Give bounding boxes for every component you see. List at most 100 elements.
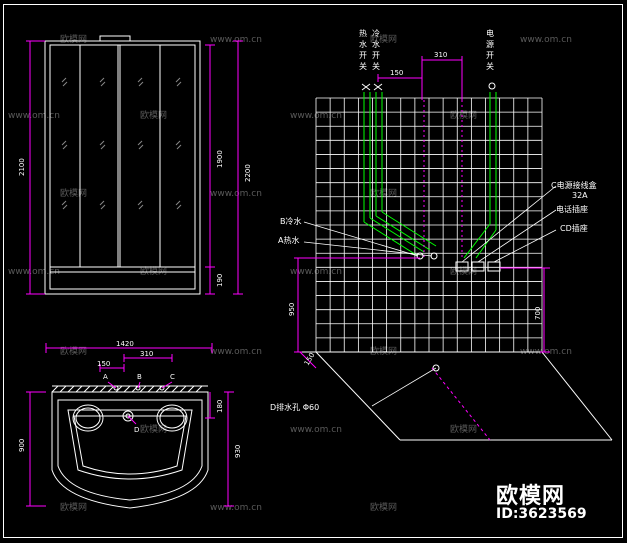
watermark-24: www.om.cn	[290, 425, 342, 435]
label-point-d: D	[134, 426, 139, 434]
plan-seat-right	[156, 404, 188, 432]
dim-150-floor: 150	[303, 351, 317, 367]
valve-cold-icon	[373, 83, 383, 91]
switch-label-char: 水	[372, 39, 380, 49]
wall-dimensions	[294, 56, 550, 441]
plan-view	[51, 385, 209, 509]
plan-point-c	[159, 385, 165, 391]
dim-180: 180	[216, 400, 224, 413]
watermark-23: 欧模网	[450, 423, 477, 435]
label-point-c: C	[170, 373, 175, 381]
front-outer-body	[44, 40, 201, 295]
label-c-line: C电源接线盒	[551, 180, 597, 190]
plan-basin-outer	[67, 409, 193, 480]
dim-2100: 2100	[18, 158, 26, 176]
plan-seat-right-inner	[159, 407, 185, 429]
watermark-16: 欧模网	[450, 109, 477, 121]
watermark-7: 欧模网	[140, 265, 167, 277]
plan-tray-outer	[51, 391, 209, 509]
switch-label-char: 开	[359, 51, 367, 60]
watermark-5: 欧模网	[60, 187, 87, 199]
label-d-drain: D排水孔 Φ60	[270, 402, 319, 412]
switch-label-char: 关	[372, 61, 380, 71]
dim-line-150-floor	[299, 351, 317, 369]
switch-label-char: 源	[486, 40, 494, 49]
watermark-6: www.om.cn	[210, 189, 262, 199]
valve-hot-icon	[361, 83, 371, 91]
watermark-15: www.om.cn	[520, 35, 572, 45]
front-dimensions	[26, 40, 243, 295]
plan-seat-left	[72, 404, 104, 432]
watermark-4: www.om.cn	[8, 111, 60, 121]
dim-1900: 1900	[216, 150, 224, 168]
front-base	[49, 266, 196, 290]
watermark-9: 欧模网	[60, 345, 87, 357]
front-top-cap	[99, 35, 131, 42]
watermark-10: www.om.cn	[210, 347, 262, 357]
dim-700: 700	[534, 307, 542, 320]
dim-150-wall: 150	[390, 69, 403, 77]
switch-label-char: 开	[486, 51, 494, 60]
switch-label-char: 冷	[372, 28, 380, 38]
dim-930: 930	[234, 445, 242, 458]
switch-label-char: 关	[359, 61, 367, 71]
plan-tray-inner	[57, 399, 203, 501]
plan-drain-inner	[125, 413, 131, 419]
watermark-13: www.om.cn	[210, 503, 262, 513]
dim-1420: 1420	[116, 340, 134, 348]
watermarks: 欧模网 www.om.cn 欧模网 www.om.cn 欧模网 www.om.c…	[8, 33, 572, 513]
front-glass-marks	[61, 77, 182, 210]
brand-logo-text: 欧模网	[496, 484, 566, 509]
wall-valves	[361, 82, 501, 372]
label-point-a: A	[103, 373, 108, 381]
wall-tile-grid	[315, 97, 543, 353]
switch-label-char: 电	[486, 28, 494, 38]
label-a-hot: A热水	[278, 235, 299, 245]
brand-id: ID:3623569	[496, 506, 587, 522]
socket-cd	[487, 261, 501, 272]
watermark-18: 欧模网	[370, 187, 397, 199]
drain-hole-d	[432, 364, 440, 372]
watermark-8: www.om.cn	[8, 267, 60, 277]
watermark-14: 欧模网	[370, 33, 397, 45]
label-b-cold: B冷水	[280, 216, 302, 226]
label-c-amp: 32A	[572, 191, 588, 200]
dim-150: 150	[97, 360, 110, 368]
dim-310-wall: 310	[434, 51, 447, 59]
plan-wall-hatch	[51, 385, 203, 393]
plan-dimensions	[26, 343, 234, 507]
switch-label-char: 水	[359, 39, 367, 49]
switch-label-char: 关	[486, 61, 494, 71]
dim-2200: 2200	[244, 164, 252, 182]
floor-right-edge	[541, 351, 613, 441]
front-inner-frame	[49, 44, 196, 268]
dim-310: 310	[140, 350, 153, 358]
watermark-21: 欧模网	[370, 345, 397, 357]
power-switch-icon	[488, 82, 496, 90]
label-point-b: B	[137, 373, 142, 381]
plan-point-a	[113, 385, 119, 391]
dim-950: 950	[288, 303, 296, 316]
watermark-12: 欧模网	[60, 501, 87, 513]
dim-190: 190	[216, 274, 224, 287]
watermark-25: 欧模网	[370, 501, 397, 513]
label-phone: 电话插座	[556, 204, 588, 214]
watermark-1: 欧模网	[60, 33, 87, 45]
drawing-frame	[3, 4, 623, 538]
label-leaders	[303, 185, 557, 407]
wall-floor	[300, 351, 613, 441]
watermark-3: 欧模网	[140, 109, 167, 121]
front-view	[44, 35, 201, 295]
wall-pipes	[363, 92, 497, 259]
plan-drain	[122, 410, 134, 422]
plan-seat-left-inner	[75, 407, 101, 429]
plan-point-b	[135, 385, 141, 391]
switch-label-char: 开	[372, 51, 380, 60]
floor-left-edge	[315, 351, 401, 441]
watermark-2: www.om.cn	[210, 35, 262, 45]
